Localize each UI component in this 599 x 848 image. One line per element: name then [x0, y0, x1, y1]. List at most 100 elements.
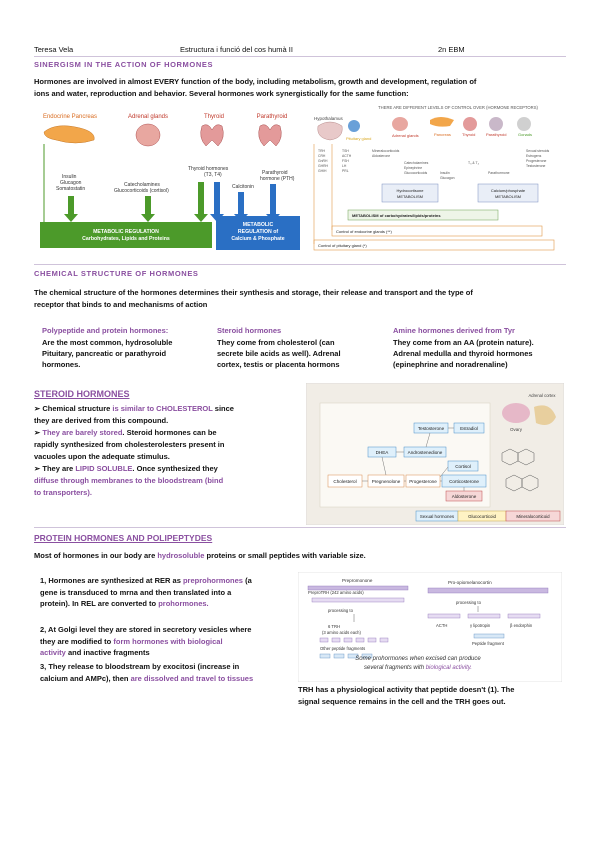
hormone-calcitonin: Calcitonin	[232, 184, 254, 190]
chemical-intro: The chemical structure of the hormones d…	[34, 287, 574, 310]
section-rule-2	[34, 527, 566, 528]
box-metabolic-regulation	[40, 222, 212, 248]
protein-title: PROTEIN HORMONES AND POLIPEPTYDES	[34, 533, 213, 543]
organ-thyroid: Thyroid	[462, 132, 475, 137]
svg-text:ACTH: ACTH	[342, 154, 352, 158]
brain-icon	[317, 121, 343, 141]
svg-text:Sexual steroids: Sexual steroids	[526, 149, 549, 153]
bar-pituitary-control	[313, 239, 555, 251]
svg-text:Mineralocorticoids: Mineralocorticoids	[372, 149, 400, 153]
protein-step-2: 2, At Golgi level they are stored in sec…	[40, 625, 252, 657]
svg-text:processing to: processing to	[456, 600, 482, 605]
hormones-thyroid: Thyroid hormones(T3, T4)	[188, 166, 229, 178]
svg-text:processing to: processing to	[328, 608, 354, 613]
svg-text:ACTH: ACTH	[436, 623, 447, 628]
svg-text:Estrogens: Estrogens	[526, 154, 542, 158]
svg-text:Pro-opiomelanocortin: Pro-opiomelanocortin	[448, 580, 492, 585]
synergism-control-figure: THERE ARE DIFFERENT LEVELS OF CONTROL OV…	[313, 105, 555, 251]
svg-text:TRH: TRH	[318, 149, 326, 153]
gland-label-pancreas: Endocrine Pancreas	[43, 114, 97, 120]
header-course: Estructura i funció del cos humà II	[180, 45, 293, 54]
svg-text:Glucocorticoid: Glucocorticoid	[468, 514, 496, 519]
steroid-pathway-figure: Cholesterol DHEA Pregnenolone Androstene…	[306, 383, 564, 525]
steroid-title: STEROID HORMONES	[34, 389, 130, 399]
synergism-intro: Hormones are involved in almost EVERY fu…	[34, 76, 574, 99]
organ-adrenal: Adrenal glands	[392, 133, 419, 138]
prohormone-figure: Prepromonone PreproTRH (242 amino acids)…	[298, 572, 562, 682]
column-polypeptide: Polypeptide and protein hormones: Are th…	[42, 326, 212, 370]
steroid-bullets: ➢ Chemical structure is similar to CHOLE…	[34, 404, 234, 497]
svg-text:Prepromonone: Prepromonone	[342, 578, 373, 583]
svg-text:DHEA: DHEA	[376, 450, 390, 455]
box-hydrocortisone	[381, 183, 439, 203]
gland-label-adrenal: Adrenal glands	[128, 114, 168, 120]
svg-text:Androstenedione: Androstenedione	[408, 450, 443, 455]
svg-text:Control of pituitary gland (*): Control of pituitary gland (*)	[318, 243, 367, 248]
legend-mineralocorticoid	[505, 510, 561, 522]
svg-text:6 TRH(3 amino acids each): 6 TRH(3 amino acids each)	[322, 624, 361, 635]
svg-text:GnRH: GnRH	[318, 159, 328, 163]
box-calcium-phosphate	[477, 183, 539, 203]
header-rule	[34, 56, 566, 57]
svg-text:PreproTRH (242 amino acids): PreproTRH (242 amino acids)	[308, 590, 364, 595]
organ-parathyroid: Parathyroid	[486, 132, 506, 137]
svg-text:CRH: CRH	[318, 154, 326, 158]
svg-text:Peptide fragment: Peptide fragment	[472, 641, 505, 646]
column-amine: Amine hormones derived from Tyr They com…	[393, 326, 573, 370]
organ-gonads: Gonads	[518, 132, 532, 137]
control-caption: THERE ARE DIFFERENT LEVELS OF CONTROL OV…	[378, 105, 538, 110]
header-year: 2n EBM	[438, 45, 465, 54]
svg-text:Mineralocorticoid: Mineralocorticoid	[516, 514, 550, 519]
gland-label-parathyroid: Parathyroid	[257, 114, 288, 120]
column-amine-heading: Amine hormones derived from Tyr	[393, 326, 515, 335]
svg-text:Ovary: Ovary	[510, 427, 523, 432]
svg-text:Parathormone: Parathormone	[488, 171, 510, 175]
svg-text:GHRH: GHRH	[318, 164, 329, 168]
organ-pituitary: Pituitary gland	[346, 136, 371, 141]
svg-text:FSH: FSH	[342, 159, 349, 163]
svg-text:Testosterone: Testosterone	[418, 426, 445, 431]
bar-endocrine-control	[331, 225, 543, 237]
trh-note: TRH has a physiological activity that pe…	[298, 685, 515, 706]
organ-pancreas: Pancreas	[434, 132, 451, 137]
svg-text:Testosterone: Testosterone	[526, 164, 546, 168]
pancreas-icon	[43, 125, 95, 144]
svg-text:Glucagon: Glucagon	[440, 176, 455, 180]
svg-text:Progesterone: Progesterone	[526, 159, 546, 163]
chemical-title: CHEMICAL STRUCTURE OF HORMONES	[34, 269, 199, 278]
column-steroid: Steroid hormones They come from choleste…	[217, 326, 387, 370]
svg-text:β endorphin: β endorphin	[510, 623, 533, 628]
svg-text:Cortisol: Cortisol	[455, 464, 471, 469]
box-calcium-regulation	[216, 216, 300, 250]
svg-text:Other peptide fragments: Other peptide fragments	[320, 646, 365, 651]
synergism-intro-line1: Hormones are involved in almost EVERY fu…	[34, 77, 477, 86]
svg-text:LH: LH	[342, 164, 347, 168]
chemical-intro-line1: The chemical structure of the hormones d…	[34, 288, 473, 297]
protein-step-1: 1, Hormones are synthesized at RER as pr…	[40, 576, 252, 608]
svg-text:Adrenal cortex: Adrenal cortex	[529, 393, 557, 398]
svg-text:PRL: PRL	[342, 169, 349, 173]
svg-text:Glucocorticoids: Glucocorticoids	[404, 171, 427, 175]
svg-text:γ lipotropin: γ lipotropin	[470, 623, 491, 628]
svg-text:Epinephrine: Epinephrine	[404, 166, 422, 170]
section-rule-1	[34, 264, 566, 265]
svg-text:TSH: TSH	[342, 149, 349, 153]
svg-text:Progesterone: Progesterone	[409, 479, 437, 484]
steroid-ring-icon	[501, 448, 535, 466]
column-polypeptide-heading: Polypeptide and protein hormones:	[42, 326, 169, 335]
svg-text:Corticosterone: Corticosterone	[449, 479, 479, 484]
adrenal-cortex-icon	[534, 405, 556, 425]
svg-text:Some prohormones when excised: Some prohormones when excised can produc…	[355, 656, 481, 662]
thyroid-icon	[200, 124, 224, 147]
protein-step-3: 3, They release to bloodstream by exocit…	[40, 662, 254, 683]
svg-text:Aldosterone: Aldosterone	[452, 494, 477, 499]
header-author: Teresa Vela	[34, 45, 74, 54]
svg-text:Aldosterone: Aldosterone	[372, 154, 390, 158]
svg-text:Pregnenolone: Pregnenolone	[372, 479, 401, 484]
